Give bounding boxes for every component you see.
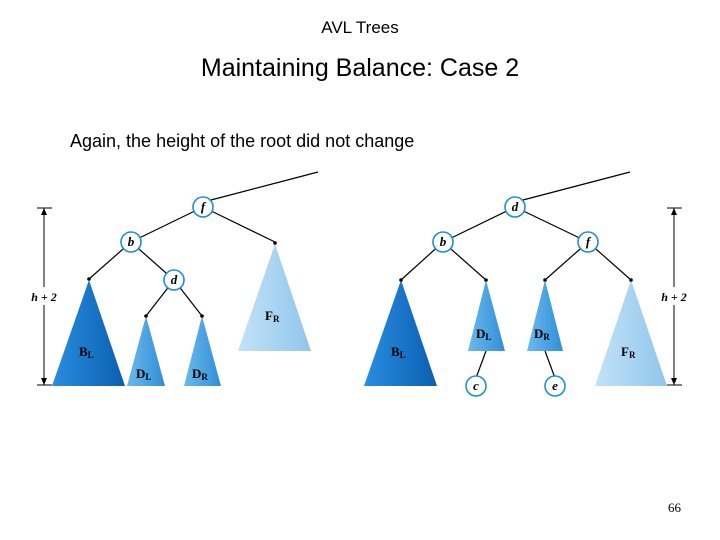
subtree-DL-triangle-after [468, 280, 505, 351]
edge-f-b [130, 206, 204, 243]
slide-title: Maintaining Balance: Case 2 [200, 54, 520, 82]
node-d: d [163, 269, 185, 291]
edge-dr-e [544, 350, 556, 379]
subtree-DR-triangle [184, 316, 221, 386]
course-title: AVL Trees [321, 18, 399, 37]
after-tree: BL DL DR FR d b f c e [364, 171, 687, 397]
subtree-BL-label: BL [79, 344, 94, 360]
subtree-FR-label-after: FR [621, 344, 636, 360]
subtree-BL-triangle-after [364, 280, 437, 386]
svg-text:f: f [586, 234, 592, 249]
subtree-DL-label: DL [136, 366, 151, 382]
edge-d-b [442, 206, 516, 243]
node-e-after: e [544, 375, 566, 397]
edge-f-fr [202, 206, 276, 243]
subtree-DR-triangle-after [527, 280, 563, 351]
height-indicator-right: h + 2 [661, 207, 687, 386]
subtree-FR-label: FR [265, 308, 280, 324]
before-tree: BL DL DR FR f b d h + 2 [31, 171, 319, 386]
height-label-left: h + 2 [31, 290, 57, 304]
svg-text:d: d [512, 199, 519, 214]
svg-text:e: e [552, 378, 558, 393]
subtree-DL-triangle [127, 316, 165, 386]
subtree-FR-triangle [238, 244, 311, 351]
node-b-after: b [432, 231, 454, 253]
node-d-after: d [504, 196, 526, 218]
svg-text:b: b [128, 234, 135, 249]
edge-d-parent [522, 171, 631, 201]
edge-d-f [514, 206, 589, 243]
node-c-after: c [465, 375, 487, 397]
svg-text:b: b [440, 234, 447, 249]
subtree-BL-triangle [52, 280, 125, 386]
node-f-after: f [577, 231, 599, 253]
svg-text:c: c [473, 378, 479, 393]
height-indicator-left: h + 2 [31, 207, 57, 386]
svg-text:d: d [171, 272, 178, 287]
subtree-DL-label-after: DL [476, 326, 491, 342]
subtree-DR-label: DR [192, 366, 208, 382]
edge-f-parent [210, 171, 319, 201]
height-label-right: h + 2 [661, 290, 687, 304]
slide-subtitle: Again, the height of the root did not ch… [70, 131, 415, 151]
page-number: 66 [668, 500, 681, 515]
subtree-FR-triangle-after [595, 280, 667, 386]
node-f: f [192, 196, 214, 218]
svg-text:f: f [201, 199, 207, 214]
node-b: b [120, 231, 142, 253]
subtree-BL-label-after: BL [391, 344, 406, 360]
subtree-DR-label-after: DR [534, 326, 550, 342]
edge-dl-c [475, 350, 487, 379]
